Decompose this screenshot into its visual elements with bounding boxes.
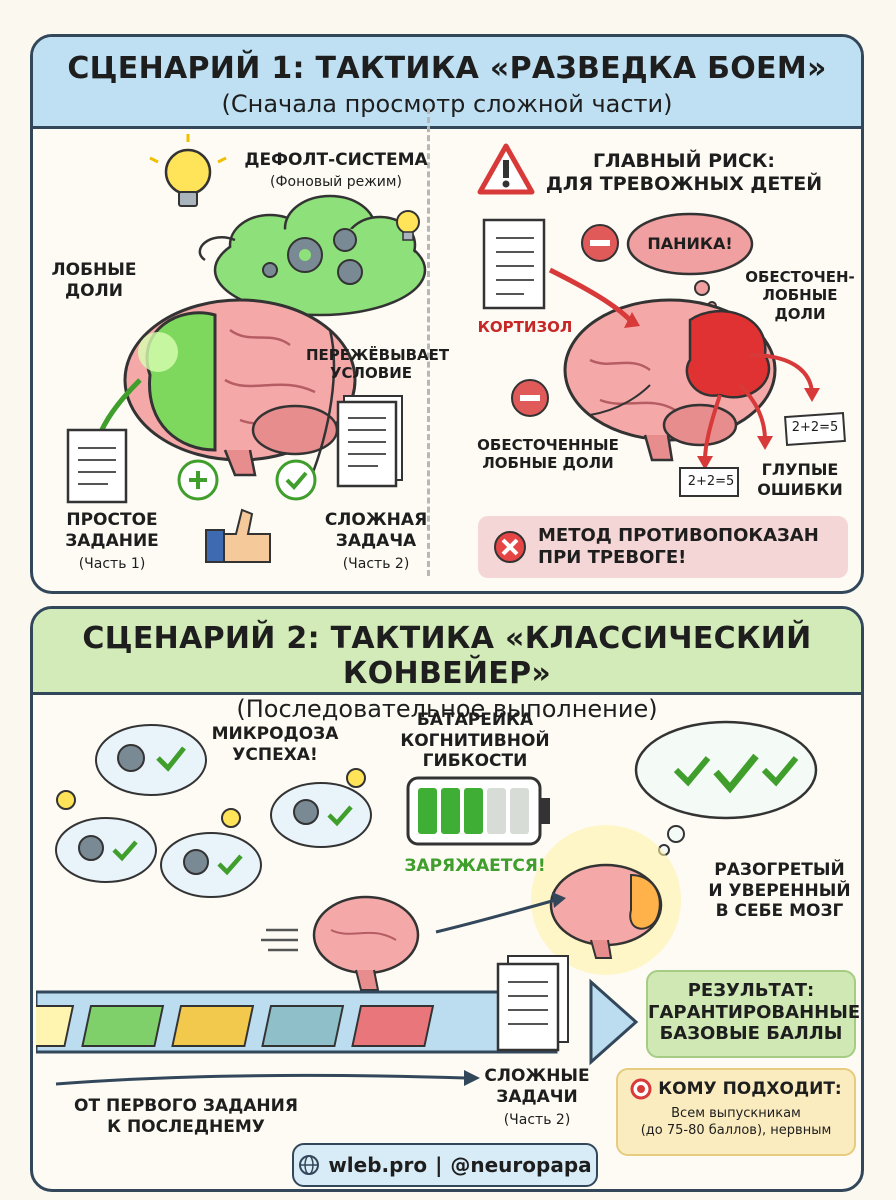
simple-task-label: ПРОСТОЕ ЗАДАНИЕ [65,510,159,551]
footer-badge: wleb.pro | @neuropapa [292,1143,598,1187]
battery-icon [406,776,550,846]
globe-icon [299,1155,320,1175]
minus-icon-2 [511,379,549,417]
bulb-icon-small-c [346,768,366,788]
background-mode-label: (Фоновый режим) [270,174,402,190]
panel-divider [427,108,430,576]
footer-site-link[interactable]: wleb.pro [328,1153,428,1177]
scenario-1-right-illustration [477,143,846,497]
frontal-lobes-label: ЛОБНЫЕ ДОЛИ [51,260,137,301]
scenario-1-title: СЦЕНАРИЙ 1: ТАКТИКА «РАЗВЕДКА БОЕМ» [67,51,827,86]
equation-text-2: 2+2=5 [687,474,735,489]
confident-cloud [634,720,818,856]
success-cloud-1 [95,724,207,796]
simple-task-part-label: (Часть 1) [78,556,146,572]
equation-card-2 [679,467,739,497]
cortisol-document-icon [482,218,546,310]
chews-condition-label: ПЕРЕЖЁВЫВАЕТ УСЛОВИЕ [306,346,450,383]
scenario-2-subtitle: (Последовательное выполнение) [236,695,658,723]
bulb-icon-small-a [56,790,76,810]
who-fits-badge: КОМУ ПОДХОДИТ: Всем выпускникам (до 75-8… [616,1068,856,1156]
deenergized-lobes-right-label: ОБЕСТОЧЕН- ЛОБНЫЕ ДОЛИ [745,268,855,323]
stupid-mistakes-label: ГЛУПЫЕ ОШИБКИ [757,460,843,499]
scenario-2-title: СЦЕНАРИЙ 2: ТАКТИКА «КЛАССИЧЕСКИЙ КОНВЕЙ… [82,621,812,691]
battery-cell [510,788,529,834]
minus-icon [581,224,619,262]
hard-tasks-document-icon [496,955,569,1052]
hard-task-document-icon [336,395,403,488]
battery-cell [441,788,460,834]
footer-handle-link[interactable]: @neuropapa [450,1153,592,1177]
warm-brain-label: РАЗОГРЕТЫЙ И УВЕРЕННЫЙ В СЕБЕ МОЗГ [708,860,851,922]
conveyor-belt [36,978,639,1066]
warning-badge: МЕТОД ПРОТИВОПОКАЗАН ПРИ ТРЕВОГЕ! [478,516,848,578]
panic-label: ПАНИКА! [647,234,733,253]
battery-cell [487,788,506,834]
scenario-1-subtitle: (Сначала просмотр сложной части) [221,90,673,118]
bulb-icon-small-b [221,808,241,828]
success-cloud-2 [55,817,157,883]
hard-tasks-part-label: (Часть 2) [503,1112,571,1128]
hard-task-label: СЛОЖНАЯ ЗАДАЧА [324,510,428,551]
hard-tasks-label: СЛОЖНЫЕ ЗАДАЧИ [484,1066,590,1107]
battery-cell [418,788,437,834]
thumbs-up-icon [205,508,271,563]
warning-text: МЕТОД ПРОТИВОПОКАЗАН ПРИ ТРЕВОГЕ! [538,525,819,568]
target-icon [630,1078,652,1100]
equation-card-1 [784,411,846,447]
scenario-2-header: СЦЕНАРИЙ 2: ТАКТИКА «КЛАССИЧЕСКИЙ КОНВЕЙ… [33,609,861,723]
equation-text-1: 2+2=5 [791,420,839,435]
first-to-last-label: ОТ ПЕРВОГО ЗАДАНИЯ К ПОСЛЕДНЕМУ [74,1096,298,1137]
result-badge: РЕЗУЛЬТАТ: ГАРАНТИРОВАННЫЕ БАЗОВЫЕ БАЛЛЫ [646,970,860,1058]
lightbulb-icon [149,134,227,207]
default-system-cloud [213,194,427,317]
footer-separator: | [435,1153,443,1177]
small-lightbulb-icon [396,210,420,241]
anxious-brain-illustration [563,298,777,462]
hard-task-part-label: (Часть 2) [342,556,410,572]
warning-icon [477,143,535,195]
warm-brain-illustration [531,825,681,975]
simple-task-document-icon [66,428,128,504]
who-fits-text: Всем выпускникам (до 75-80 баллов), нерв… [640,1106,832,1138]
scenario-1-left-illustration [66,134,427,563]
panic-bubble [626,212,754,311]
default-system-label: ДЕФОЛТ-СИСТЕМА [244,150,428,170]
who-fits-title: КОМУ ПОДХОДИТ: [658,1079,842,1099]
battery-label: БАТАРЕЙКА КОГНИТИВНОЙ ГИБКОСТИ [400,710,550,772]
scenario-2-illustration [36,720,818,1086]
cortisol-label: КОРТИЗОЛ [477,318,573,336]
brain-illustration [123,298,357,477]
microdose-label: МИКРОДОЗА УСПЕХА! [211,724,339,765]
success-cloud-4 [270,782,372,848]
main-risk-label: ГЛАВНЫЙ РИСК: ДЛЯ ТРЕВОЖНЫХ ДЕТЕЙ [545,150,823,196]
moving-brain-illustration [261,895,420,991]
success-cloud-3 [160,832,262,898]
battery-cell [464,788,483,834]
cross-icon [494,531,526,563]
plus-icon [177,459,219,501]
deenergized-lobes-bottom-label: ОБЕСТОЧЕННЫЕ ЛОБНЫЕ ДОЛИ [477,436,619,473]
charging-label: ЗАРЯЖАЕТСЯ! [404,856,546,876]
scenario-1-header: СЦЕНАРИЙ 1: ТАКТИКА «РАЗВЕДКА БОЕМ» (Сна… [33,37,861,129]
check-icon [275,459,317,501]
